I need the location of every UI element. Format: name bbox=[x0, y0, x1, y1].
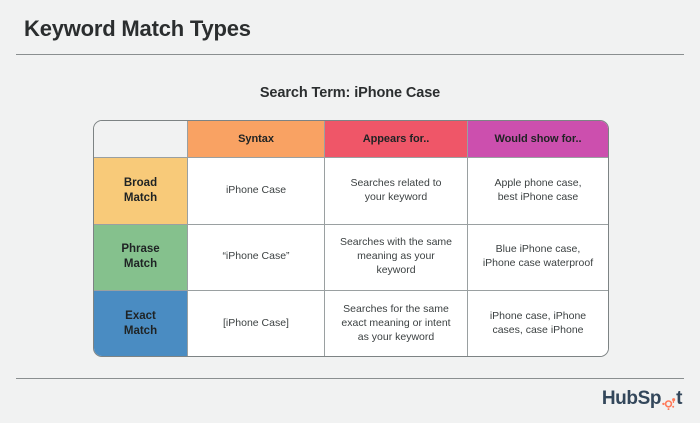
page-title: Keyword Match Types bbox=[24, 16, 251, 41]
row-label-exact-match: Exact Match bbox=[94, 291, 187, 356]
text-line: iPhone case waterproof bbox=[482, 257, 594, 270]
hubspot-wordmark-before: HubSp bbox=[601, 388, 662, 409]
row-label-line-1: Exact bbox=[125, 309, 156, 322]
row-label-line-2: Match bbox=[123, 191, 158, 204]
cell-would-show-for-phrase: Blue iPhone case, iPhone case waterproof bbox=[467, 224, 608, 290]
text-line: Apple phone case, bbox=[494, 176, 582, 189]
text-line: iPhone case, iPhone bbox=[489, 309, 587, 322]
row-label-line-2: Match bbox=[123, 324, 158, 337]
row-label-phrase-match: Phrase Match bbox=[94, 224, 187, 290]
cell-appears-for-phrase: Searches with the same meaning as your k… bbox=[324, 224, 467, 290]
table-row: Phrase Match “iPhone Case” Searches with… bbox=[94, 223, 608, 290]
text-line: exact meaning or intent bbox=[341, 316, 451, 329]
text-line: Searches with the same bbox=[339, 236, 453, 249]
header-cell-would-show-for: Would show for.. bbox=[467, 121, 608, 157]
cell-appears-for-broad: Searches related to your keyword bbox=[324, 158, 467, 224]
row-label-line-2: Match bbox=[123, 258, 158, 271]
cell-would-show-for-broad: Apple phone case, best iPhone case bbox=[467, 158, 608, 224]
cell-syntax-broad: iPhone Case bbox=[187, 158, 324, 224]
text-line: Searches for the same bbox=[343, 302, 449, 315]
cell-syntax-exact: [iPhone Case] bbox=[187, 291, 324, 356]
text-line: cases, case iPhone bbox=[492, 323, 584, 336]
cell-would-show-for-exact: iPhone case, iPhone cases, case iPhone bbox=[467, 291, 608, 356]
table-row: Broad Match iPhone Case Searches related… bbox=[94, 157, 608, 224]
hubspot-logo: HubSp t bbox=[602, 388, 682, 410]
hubspot-sprocket-icon bbox=[661, 394, 676, 410]
text-line: Blue iPhone case, bbox=[495, 243, 581, 256]
text-line: meaning as your bbox=[357, 250, 435, 263]
table-header-row: Syntax Appears for.. Would show for.. bbox=[94, 121, 608, 157]
header-divider bbox=[16, 54, 684, 55]
footer-divider bbox=[16, 378, 684, 379]
header-cell-syntax: Syntax bbox=[187, 121, 324, 157]
text-line: your keyword bbox=[364, 190, 428, 203]
cell-syntax-phrase: “iPhone Case” bbox=[187, 224, 324, 290]
text-line: Searches related to bbox=[350, 176, 442, 189]
header-cell-corner bbox=[94, 121, 187, 157]
row-label-broad-match: Broad Match bbox=[94, 158, 187, 224]
text-line: as your keyword bbox=[357, 330, 435, 343]
hubspot-wordmark-after: t bbox=[676, 388, 682, 409]
row-label-line-1: Broad bbox=[123, 176, 158, 189]
keyword-match-types-table: Syntax Appears for.. Would show for.. Br… bbox=[93, 120, 609, 357]
table-row: Exact Match [iPhone Case] Searches for t… bbox=[94, 290, 608, 356]
header-cell-appears-for: Appears for.. bbox=[324, 121, 467, 157]
row-label-line-1: Phrase bbox=[121, 243, 160, 256]
text-line: best iPhone case bbox=[497, 190, 579, 203]
search-term-subtitle: Search Term: iPhone Case bbox=[259, 85, 441, 101]
text-line: keyword bbox=[376, 264, 416, 277]
cell-appears-for-exact: Searches for the same exact meaning or i… bbox=[324, 291, 467, 356]
